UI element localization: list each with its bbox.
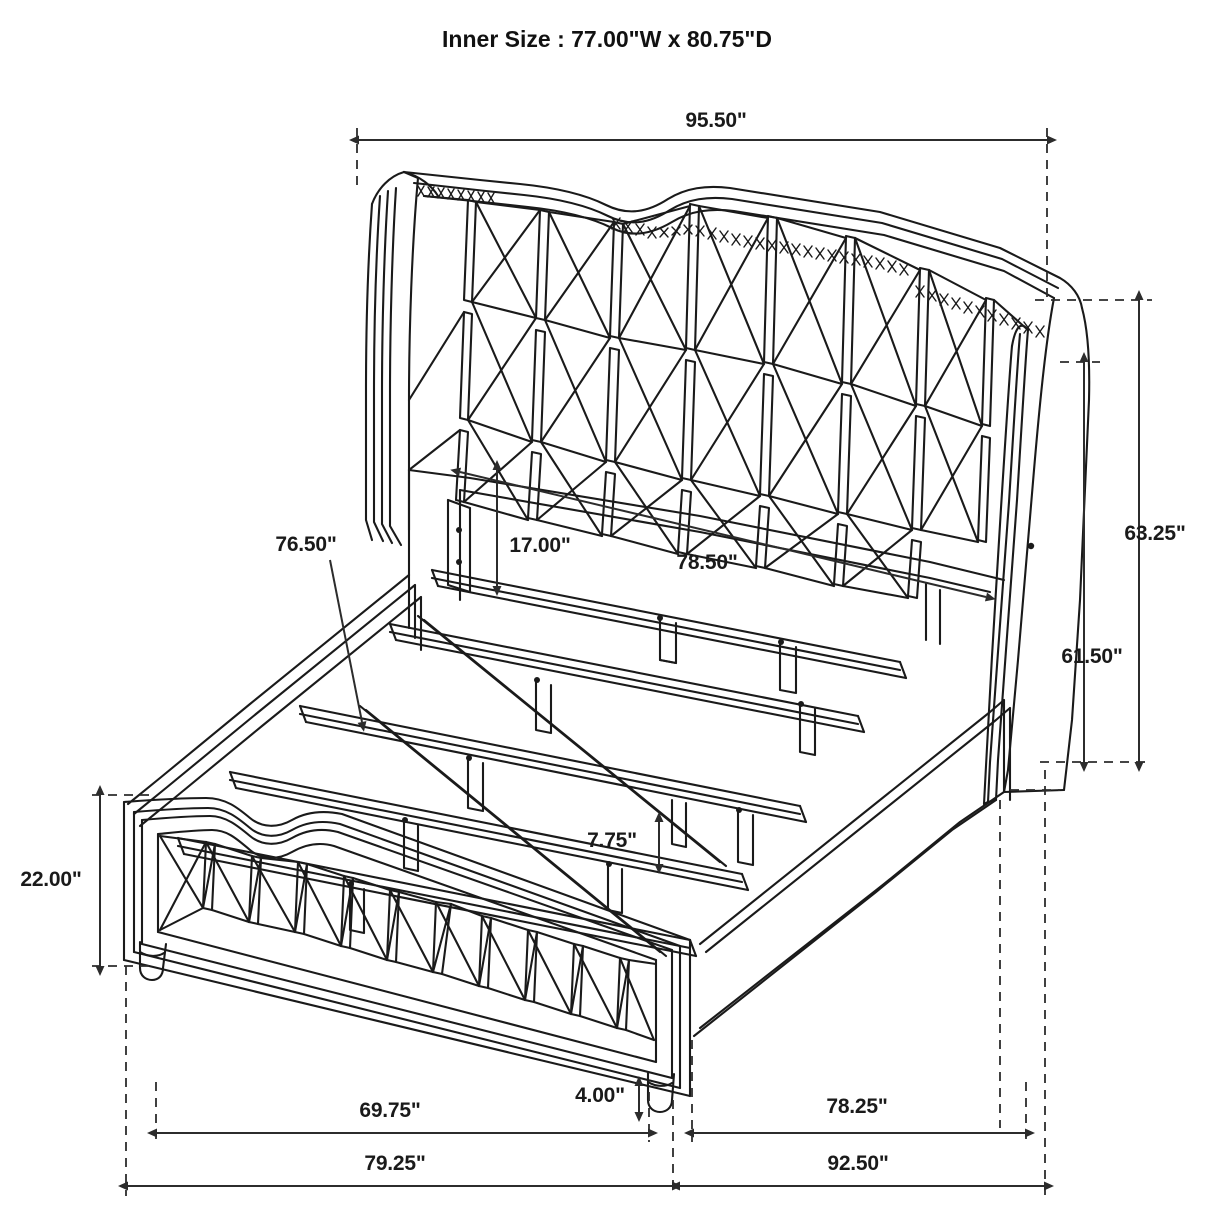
dim-label-79-25: 79.25" [364,1152,426,1175]
dimline-78-25 [684,1040,1035,1142]
headboard-left-post [364,170,440,547]
leader-76-50 [329,559,367,732]
dim-label-22-00: 22.00" [20,868,82,891]
page-title: Inner Size : 77.00"W x 80.75"D [442,26,772,52]
dim-label-78-25: 78.25" [826,1095,888,1118]
dimline-79-25 [118,966,682,1196]
footboard [122,796,692,1114]
dim-label-69-75: 69.75" [359,1099,421,1122]
dim-label-95-50: 95.50" [685,109,747,132]
dimline-63-25 [1035,290,1152,772]
dimline-78-50 [450,467,996,602]
footboard-tufting [158,834,658,1042]
dim-label-78-50: 78.50" [676,551,738,574]
dimline-92-50 [670,770,1054,1196]
dimline-69-75 [147,1082,658,1142]
dimline-22-00 [92,785,152,976]
dim-label-61-50: 61.50" [1061,645,1123,668]
dim-label-17-00: 17.00" [509,534,571,557]
dimline-61-50 [1060,352,1100,772]
dim-label-7-75: 7.75" [587,829,637,852]
dim-label-76-50: 76.50" [275,533,337,556]
dim-label-4-00: 4.00" [575,1084,625,1107]
extension-lines [999,789,1060,1128]
dim-label-63-25: 63.25" [1124,522,1186,545]
dimline-95-50 [349,128,1057,300]
dim-label-92-50: 92.50" [827,1152,889,1175]
